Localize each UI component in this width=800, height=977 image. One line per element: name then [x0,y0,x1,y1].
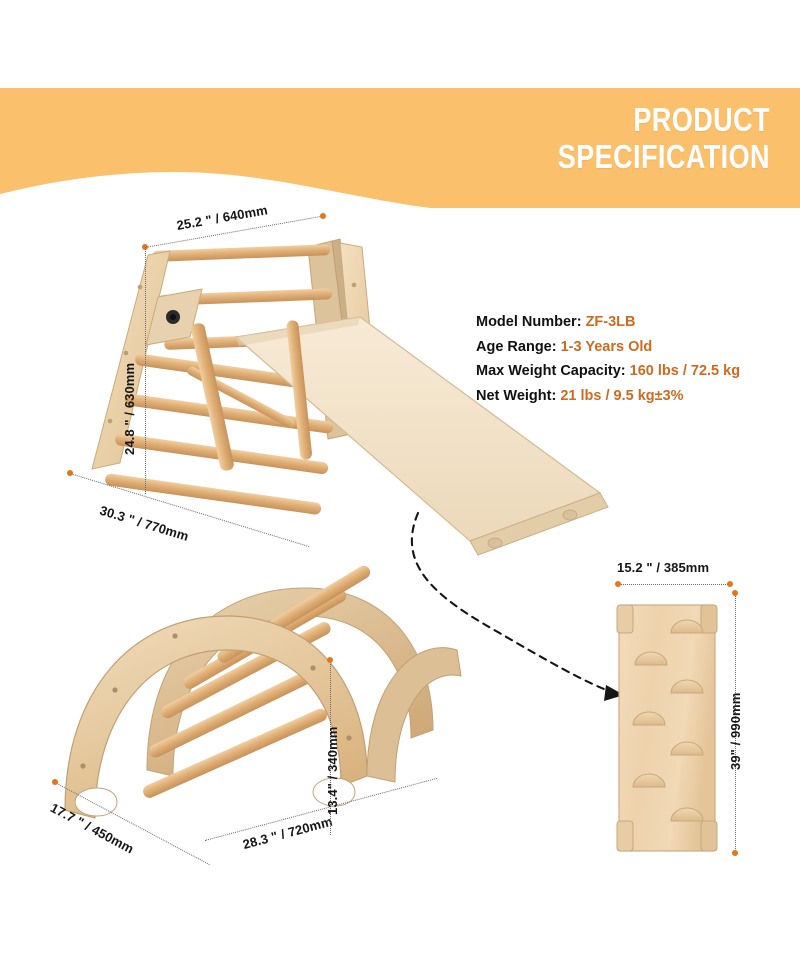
guide-triangle-height [145,247,146,494]
dot-arch-depth-left [52,779,58,785]
spec-label-max-weight: Max Weight Capacity: [476,363,626,379]
spec-row-max-weight: Max Weight Capacity: 160 lbs / 72.5 kg [476,359,796,384]
dot-triangle-top-right [320,213,326,219]
spec-value-model: ZF-3LB [585,314,636,330]
specification-list: Model Number: ZF-3LB Age Range: 1-3 Year… [476,310,796,408]
spec-row-age: Age Range: 1-3 Years Old [476,335,796,360]
spec-value-age: 1-3 Years Old [560,338,653,355]
spec-row-model: Model Number: ZF-3LB [476,310,796,335]
climbing-ramp-panel [616,604,718,852]
guide-arch-height [330,660,331,835]
title-line-1: PRODUCT [633,101,770,138]
triangle-near-left-panel [91,250,171,470]
title-line-2: SPECIFICATION [557,137,770,175]
dim-ramp-length: 39" / 990mm [728,692,743,770]
slide-ramp-board [187,316,609,556]
dot-arch-height-top [327,657,333,663]
dim-arch-height: 13.4" / 340mm [325,726,340,815]
spec-label-age: Age Range: [476,338,557,355]
spec-value-max-weight: 160 lbs / 72.5 kg [629,363,741,379]
pikler-triangle-illustration [91,238,609,556]
dim-triangle-height: 24.8 " / 630mm [122,362,137,455]
climbing-holds [632,619,704,822]
spec-row-net-weight: Net Weight: 21 lbs / 9.5 kg±3% [476,384,796,409]
spec-label-net-weight: Net Weight: [476,387,557,404]
page-title: PRODUCT SPECIFICATION [426,101,770,176]
arch-rocker-illustration [64,565,462,819]
dot-triangle-base-left [67,470,73,476]
arch-right-end [366,647,462,783]
header-banner: PRODUCT SPECIFICATION [0,88,800,208]
guide-ramp-width [618,584,730,585]
dot-ramp-width-left [615,581,621,587]
connector-arrow [410,511,624,701]
triangle-base-supports [191,320,312,471]
spec-label-model: Model Number: [476,314,582,330]
spec-value-net-weight: 21 lbs / 9.5 kg±3% [560,387,684,404]
dot-ramp-width-right [727,581,733,587]
dim-ramp-width: 15.2 " / 385mm [617,560,710,575]
guide-ramp-length [735,593,736,853]
triangle-hinge [145,288,203,346]
dot-ramp-length-top [732,590,738,596]
dot-ramp-length-bottom [732,850,738,856]
